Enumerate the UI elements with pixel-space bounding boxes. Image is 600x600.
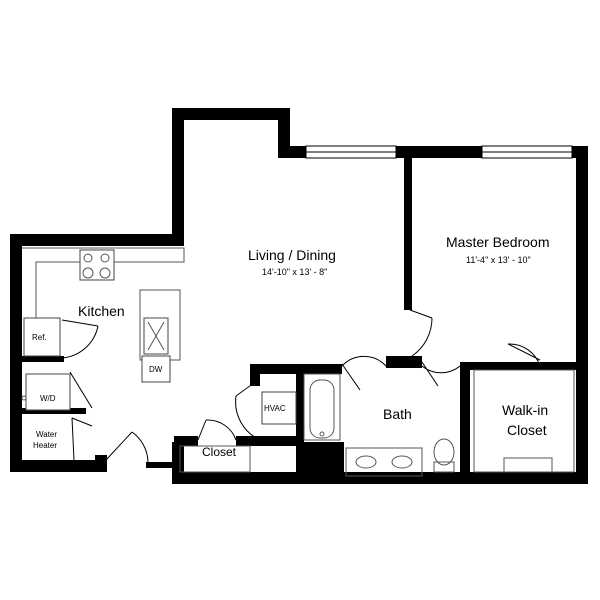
interior-walls <box>18 150 580 484</box>
closet-label: Closet <box>202 445 237 459</box>
kitchen-fixtures <box>21 247 185 411</box>
walk-in-closet-label-line2: Closet <box>507 422 547 438</box>
bath-label: Bath <box>383 406 412 422</box>
water-heater-label-line1: Water <box>36 430 58 439</box>
living-dining-dims: 14'-10" x 13' - 8" <box>262 267 328 277</box>
windows <box>305 145 573 159</box>
kitchen-label: Kitchen <box>78 303 125 319</box>
doors <box>61 309 541 463</box>
hvac-label: HVAC <box>264 404 286 413</box>
bath-fixtures <box>303 373 455 477</box>
hvac-unit <box>261 391 297 425</box>
living-dining-label: Living / Dining <box>248 247 336 263</box>
closet-shelves <box>179 369 575 473</box>
walk-in-closet-label-line1: Walk-in <box>502 402 549 418</box>
refrigerator-label: Ref. <box>32 333 47 342</box>
water-heater-label-line2: Heater <box>33 441 58 450</box>
washer-dryer-label: W/D <box>40 394 56 403</box>
master-bedroom-label: Master Bedroom <box>446 234 550 250</box>
dishwasher-label: DW <box>149 365 163 374</box>
master-bedroom-dims: 11'-4" x 13' - 10" <box>466 255 531 265</box>
